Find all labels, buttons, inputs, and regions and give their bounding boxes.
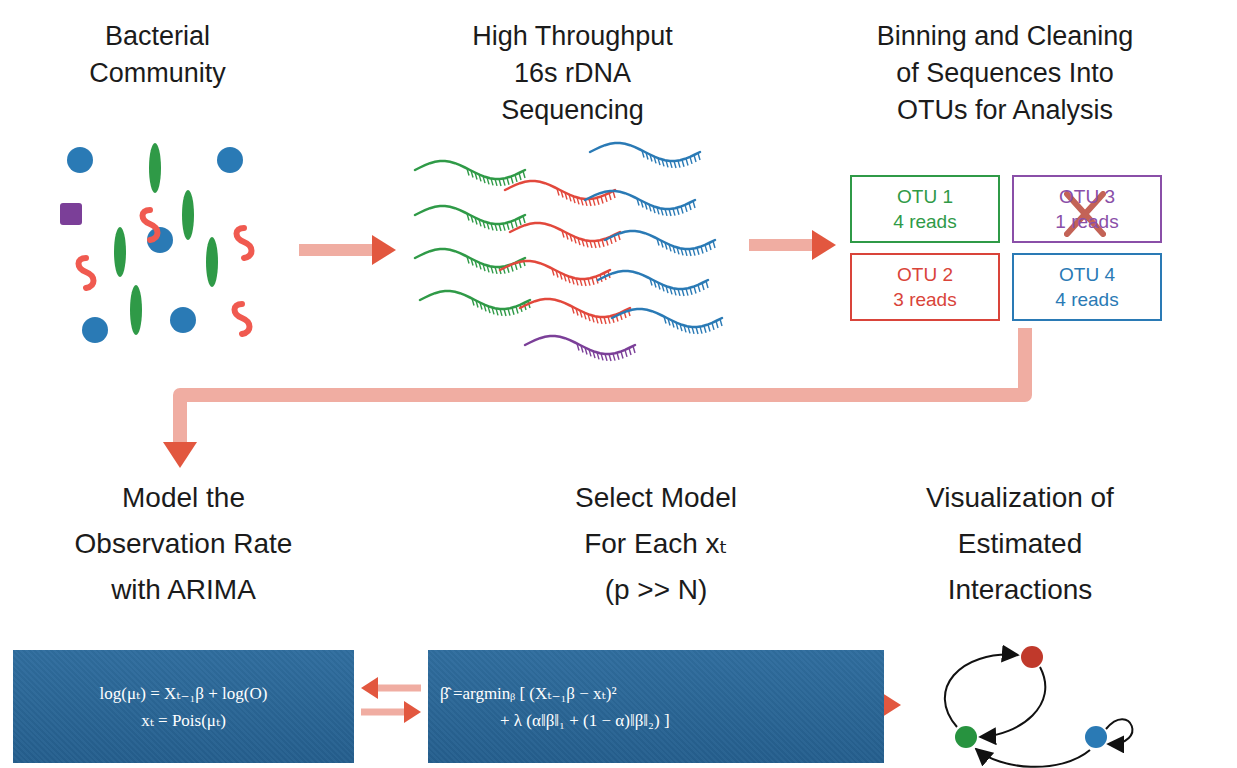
otu-name: OTU 4 [1059, 262, 1115, 287]
equation-panel: β̂ =argminᵦ [ (Xₜ₋₁β − xₜ)²+ λ (α‖β‖₁ + … [428, 650, 884, 763]
stage-heading: Model the Observation Rate with ARIMA [66, 475, 301, 613]
read-count: 4 reads [893, 209, 956, 234]
flow-arrow [163, 328, 1025, 468]
community-stage: Bacterial Community [20, 8, 295, 350]
equation-panel: log(μₜ) = Xₜ₋₁β + log(O)xₜ = Pois(μₜ) [13, 650, 354, 763]
equation-line: log(μₜ) = Xₜ₋₁β + log(O) [25, 680, 342, 707]
otu-name: OTU 1 [897, 184, 953, 209]
visualization-stage: Visualization of Estimated Interactions [905, 470, 1135, 766]
flow-arrow [361, 701, 421, 723]
sequencing-stage: High Throughput 16s rDNA Sequencing [400, 8, 745, 350]
equation-line: + λ (α‖β‖₁ + (1 − α)‖β‖₂) ] [440, 707, 872, 734]
flow-arrow [299, 235, 396, 265]
model-stage: Model the Observation Rate with ARIMA log… [10, 470, 357, 766]
bacteria-illustration [60, 143, 252, 343]
otu-name: OTU 2 [897, 262, 953, 287]
read-count: 1 reads [1055, 209, 1118, 234]
read-count: 4 reads [1055, 287, 1118, 312]
otu-box: OTU 31 reads [1012, 175, 1162, 243]
flow-arrow [749, 230, 836, 260]
flow-arrow [361, 677, 421, 699]
stage-heading: Binning and Cleaning of Sequences Into O… [865, 18, 1145, 129]
otu-box: OTU 14 reads [850, 175, 1000, 243]
stage-heading: High Throughput 16s rDNA Sequencing [465, 18, 680, 129]
select-stage: Select Model For Each xₜ (p >> N) β̂ =arg… [425, 470, 887, 766]
read-count: 3 reads [893, 287, 956, 312]
interaction-graph [945, 646, 1133, 767]
equation-line: β̂ =argminᵦ [ (Xₜ₋₁β − xₜ)² [440, 680, 872, 707]
otu-name: OTU 3 [1059, 184, 1115, 209]
equation-line: xₜ = Pois(μₜ) [25, 707, 342, 734]
binning-stage: Binning and Cleaning of Sequences Into O… [840, 5, 1170, 327]
sequence-reads [415, 143, 722, 361]
stage-heading: Visualization of Estimated Interactions [913, 475, 1128, 613]
otu-box: OTU 44 reads [1012, 253, 1162, 321]
stage-heading: Select Model For Each xₜ (p >> N) [569, 475, 744, 613]
otu-box: OTU 23 reads [850, 253, 1000, 321]
stage-heading: Bacterial Community [63, 18, 253, 92]
